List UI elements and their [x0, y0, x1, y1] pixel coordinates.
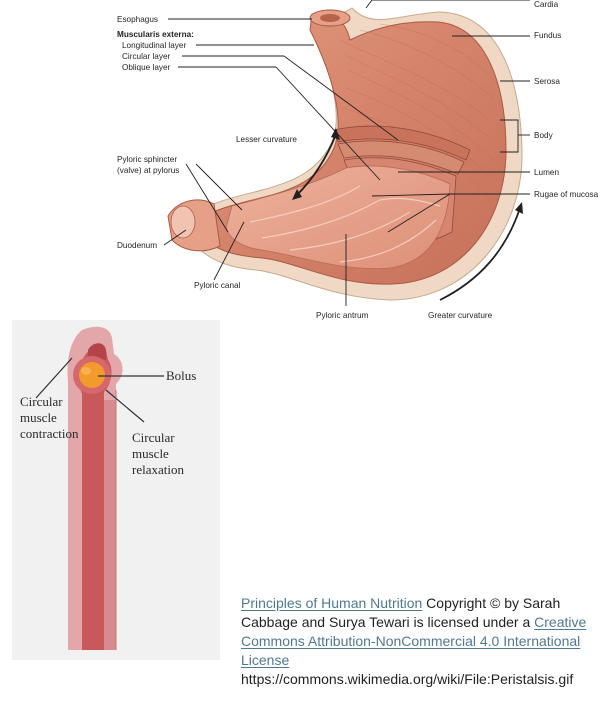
copyright-text: Copyright © by Sarah Cabbage and Surya T…: [241, 595, 561, 630]
duodenum-opening: [170, 205, 196, 239]
attribution-text: Principles of Human Nutrition Copyright …: [241, 594, 601, 689]
label-circular-layer: Circular layer: [122, 52, 170, 61]
longitudinal-layer-cut: [333, 125, 471, 161]
label-rugae-of-mucosa: Rugae of mucosa: [534, 190, 599, 199]
body-bracket: [500, 119, 519, 153]
label-contraction-line2: muscle: [20, 410, 57, 425]
bolus-highlight: [81, 367, 91, 375]
label-relaxation-line1: Circular: [132, 430, 175, 445]
greater-curvature-arrowhead: [515, 202, 523, 214]
label-relaxation-line2: muscle: [132, 446, 169, 461]
peristalsis-illustration: Bolus Circular muscle contraction Circul…: [20, 326, 196, 650]
label-body: Body: [534, 131, 554, 140]
label-lesser-curvature: Lesser curvature: [236, 135, 297, 144]
label-pyloric-sphincter-line2: (valve) at pylorus: [117, 166, 179, 175]
lesser-curvature-arrow: [295, 133, 337, 197]
label-oblique-layer: Oblique layer: [122, 63, 171, 72]
label-bolus: Bolus: [166, 368, 196, 383]
label-pyloric-sphincter-line1: Pyloric sphincter: [117, 155, 177, 164]
label-greater-curvature: Greater curvature: [428, 311, 493, 320]
label-longitudinal-layer: Longitudinal layer: [122, 41, 186, 50]
contraction-band: [88, 343, 106, 360]
muscle-fibers: [339, 23, 499, 201]
label-lumen: Lumen: [534, 168, 559, 177]
mucosa-lumen: [225, 165, 451, 270]
label-serosa: Serosa: [534, 77, 560, 86]
label-muscularis-externa: Muscularis externa:: [117, 30, 194, 39]
lesser-curvature-arrowhead-2: [292, 189, 302, 200]
contraction-leader: [35, 357, 73, 399]
leader-lines: [163, 0, 530, 306]
label-fundus: Fundus: [534, 31, 561, 40]
book-title-link[interactable]: Principles of Human Nutrition: [241, 595, 423, 611]
label-pyloric-antrum: Pyloric antrum: [316, 311, 369, 320]
label-cardia: Cardia: [534, 0, 559, 9]
relaxation-leader: [105, 389, 145, 423]
rugae-folds: [249, 185, 441, 263]
esophagus-inner-muscle: [78, 345, 112, 650]
label-contraction-line3: contraction: [20, 426, 79, 441]
stomach-anatomy-diagram: Esophagus Muscularis externa: Longitudin…: [117, 0, 599, 320]
lesser-curvature-arrowhead-1: [331, 128, 340, 140]
label-esophagus: Esophagus: [117, 15, 158, 24]
label-contraction-line1: Circular: [20, 394, 63, 409]
esophagus-lumen: [320, 14, 340, 22]
source-url: https://commons.wikimedia.org/wiki/File:…: [241, 671, 574, 687]
tube-side-shade: [104, 400, 116, 650]
circular-layer-cut: [337, 140, 465, 175]
label-pyloric-canal: Pyloric canal: [194, 281, 241, 290]
license-link[interactable]: Creative Commons Attribution-NonCommerci…: [241, 614, 587, 668]
label-duodenum: Duodenum: [117, 241, 157, 250]
greater-curvature-arrow: [439, 207, 521, 301]
peristalsis-panel: Bolus Circular muscle contraction Circul…: [12, 320, 220, 660]
label-relaxation-line3: relaxation: [132, 462, 184, 477]
bolus: [79, 362, 105, 388]
